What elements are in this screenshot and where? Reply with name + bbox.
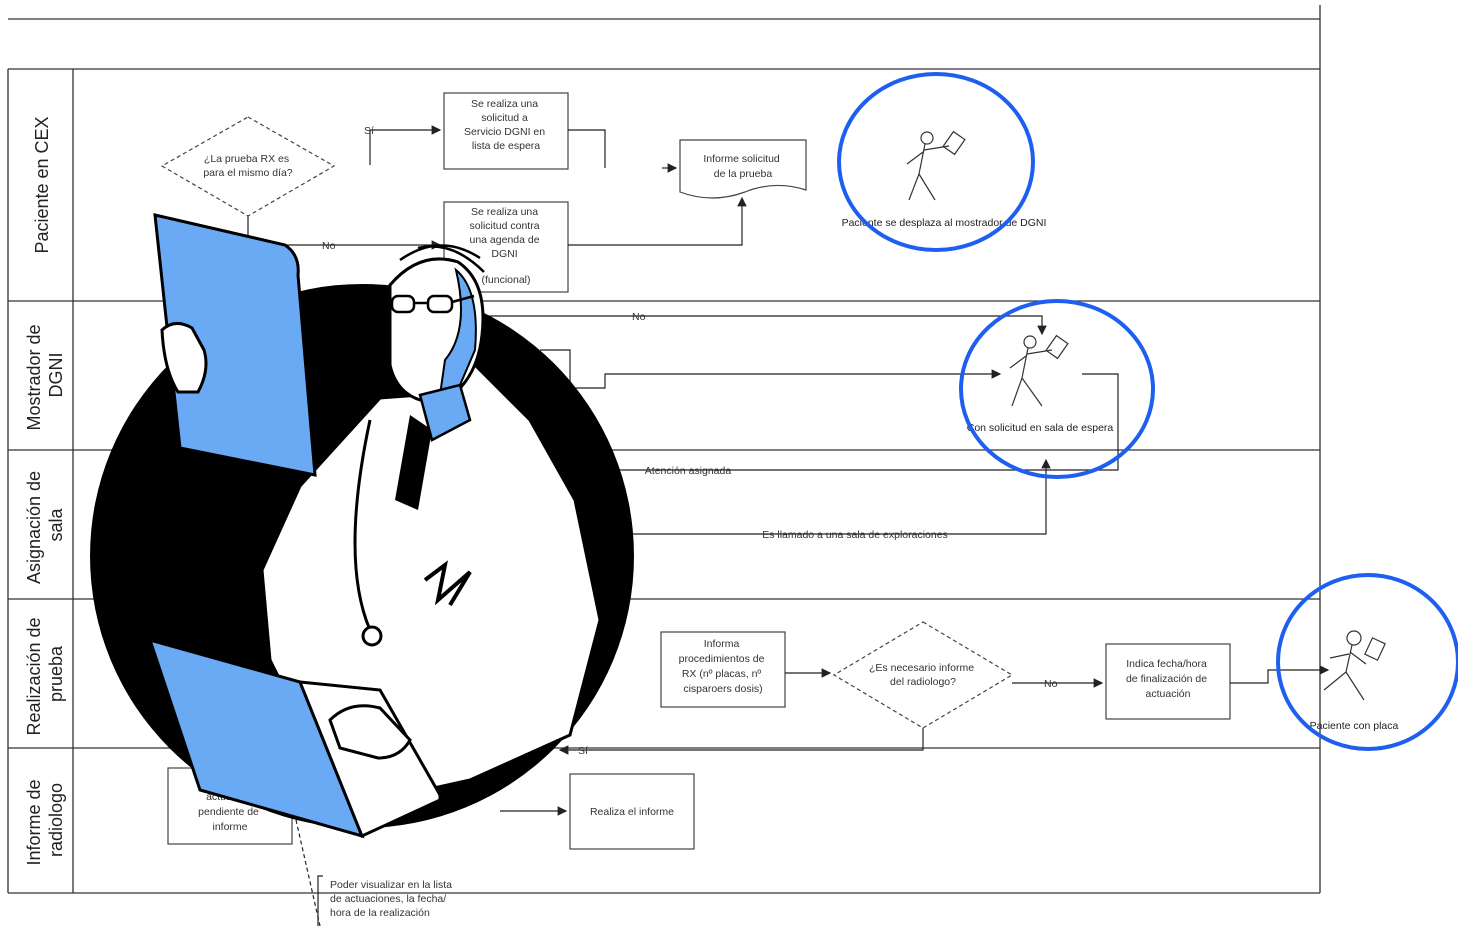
- running-person-icon: [1324, 631, 1385, 700]
- lane-label-asignacion: Asignación de sala: [24, 466, 66, 584]
- lane-label-informe: Informe de radiologo: [24, 774, 66, 865]
- edge-lista-espera-down: [568, 130, 605, 168]
- lane-label-realizacion: Realización de prueba: [24, 612, 66, 735]
- edge-si-top: [370, 130, 440, 165]
- edge-label-no-top: No: [322, 240, 336, 252]
- edge-label-si-top: Sí: [364, 125, 374, 137]
- walking-person-icon: [1010, 336, 1068, 406]
- edge-label-no-mostrador: No: [632, 311, 646, 323]
- lane-label-paciente-cex: Paciente en CEX: [32, 116, 52, 253]
- node-realiza-informe-text: Realiza el informe: [590, 806, 674, 818]
- walking-person-icon: [907, 132, 965, 200]
- edge-label-atencion-asignada: Atención asignada: [645, 465, 732, 477]
- lane-label-mostrador: Mostrador de DGNI: [24, 319, 66, 430]
- edge-no-top: [248, 216, 440, 245]
- doctor-illustration: [90, 215, 634, 836]
- edge-label-llamado-sala: Es llamado a una sala de exploraciones: [762, 529, 948, 541]
- caption-con-solicitud: Con solicitud en sala de espera: [967, 422, 1114, 434]
- edge-label-si-informe: Sí: [578, 745, 588, 757]
- edge-nota-connector: [296, 820, 320, 926]
- edge-label-no-informe: No: [1044, 678, 1058, 690]
- decision-informe-radiologo: [834, 622, 1012, 728]
- caption-paciente-placa: Paciente con placa: [1310, 720, 1399, 732]
- edge-si-informe: [560, 728, 923, 750]
- edge-to-sala-espera: [540, 350, 1000, 388]
- edge-agenda-informe: [568, 198, 742, 245]
- note-visualizar-text: Poder visualizar en la lista de actuacio…: [330, 879, 455, 919]
